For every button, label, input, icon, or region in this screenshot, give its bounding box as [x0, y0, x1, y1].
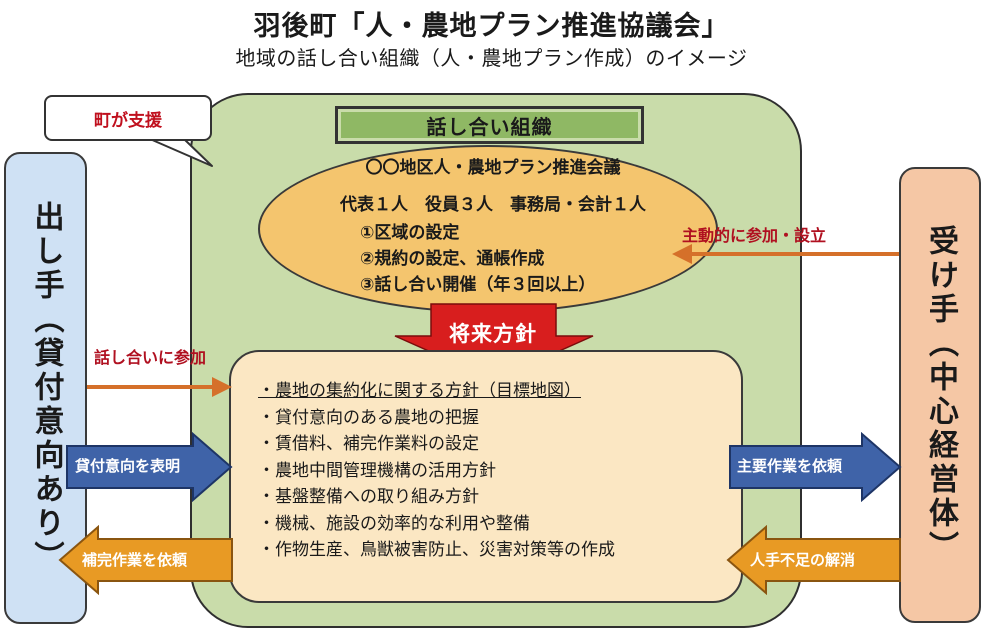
- lend-intent-arrow: [66, 432, 233, 502]
- policy-item: 貸付意向のある農地の把握: [258, 405, 615, 432]
- lend-intent-label: 貸付意向を表明: [75, 457, 181, 475]
- policy-item: 賃借料、補完作業料の設定: [258, 431, 615, 458]
- policy-item: 基盤整備への取り組み方針: [258, 484, 615, 511]
- main-work-label: 主要作業を依頼: [737, 457, 843, 475]
- receiver-label: 受け手（中心経営体）: [923, 225, 958, 565]
- support-label: 町が支援: [94, 110, 162, 131]
- setup-step: ②規約の設定、通帳作成: [360, 249, 545, 269]
- organization-title: 話し合い組織: [426, 114, 553, 139]
- main-work-arrow: [729, 432, 902, 502]
- participate-line-arrow: [87, 377, 232, 397]
- organization-title-box: 話し合い組織: [335, 106, 644, 144]
- lender-label: 出し手（貸付意向あり）: [28, 201, 64, 575]
- staff-composition: 代表１人 役員３人 事務局・会計１人: [340, 195, 646, 215]
- future-policy-label: 将来方針: [449, 322, 537, 346]
- receiver-panel: 受け手（中心経営体）: [899, 167, 981, 623]
- participate-label: 話し合いに参加: [94, 348, 207, 367]
- supplement-request-arrow: [58, 525, 233, 595]
- page-title: 羽後町「人・農地プラン推進協議会」: [253, 11, 730, 42]
- active-join-line-arrow: [672, 244, 899, 264]
- policy-item: 作物生産、鳥獣被害防止、災害対策等の作成: [258, 537, 615, 564]
- future-policy-list: 農地の集約化に関する方針（目標地図） 貸付意向のある農地の把握 賃借料、補完作業…: [258, 378, 615, 564]
- active-join-label: 主動的に参加・設立: [682, 226, 827, 245]
- labor-shortage-arrow: [726, 525, 901, 595]
- page-subtitle: 地域の話し合い組織（人・農地プラン作成）のイメージ: [235, 46, 748, 70]
- policy-item: 機械、施設の効率的な利用や整備: [258, 511, 615, 538]
- setup-step: ①区域の設定: [360, 223, 460, 243]
- setup-steps: ①区域の設定 ②規約の設定、通帳作成 ③話し合い開催（年３回以上）: [360, 220, 595, 298]
- support-speech-bubble: 町が支援: [44, 95, 212, 141]
- meeting-name: 〇〇地区人・農地プラン推進会議: [365, 158, 621, 178]
- lender-panel: 出し手（貸付意向あり）: [4, 152, 87, 624]
- policy-item: 農地の集約化に関する方針（目標地図）: [258, 378, 615, 405]
- setup-step: ③話し合い開催（年３回以上）: [360, 275, 596, 295]
- supplement-request-label: 補完作業を依頼: [82, 551, 188, 569]
- policy-item: 農地中間管理機構の活用方針: [258, 458, 615, 485]
- labor-shortage-label: 人手不足の解消: [750, 551, 856, 569]
